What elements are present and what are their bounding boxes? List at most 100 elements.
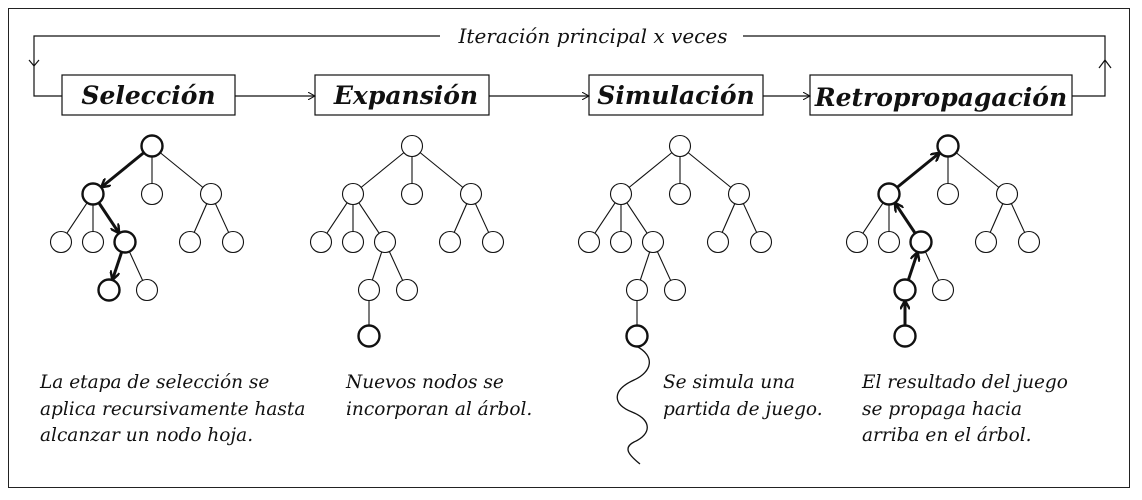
caption-retropropagacion: El resultado del juego se propaga hacia … — [862, 370, 1068, 450]
tree-node — [877, 230, 901, 254]
stage-title-expansion: Expansión — [333, 81, 478, 110]
tree-node — [909, 230, 933, 254]
new-node — [357, 324, 381, 348]
tree-node — [373, 230, 397, 254]
tree-edge — [66, 202, 88, 234]
tree-seleccion — [49, 134, 245, 302]
caption-seleccion-line: La etapa de selección se — [40, 372, 270, 393]
tree-edge — [955, 152, 1000, 188]
loop-label: Iteración principal x veces — [458, 24, 728, 48]
tree-edge — [360, 152, 405, 188]
main-loop — [28, 35, 1112, 97]
tree-node — [221, 230, 245, 254]
tree-edge — [214, 203, 230, 233]
tree-edge — [453, 203, 468, 233]
tree-node — [1017, 230, 1041, 254]
tree-node — [995, 182, 1019, 206]
path-arrow-icon — [113, 251, 124, 279]
path-arrow-icon — [906, 253, 917, 281]
root-node — [936, 134, 960, 158]
tree-edge — [474, 203, 490, 233]
tree-expansion — [309, 134, 505, 348]
tree-node — [727, 182, 751, 206]
loop-arrow-down-icon — [28, 59, 40, 67]
tree-node — [81, 182, 105, 206]
root-node — [400, 134, 424, 158]
new-node — [893, 324, 917, 348]
tree-edge — [721, 203, 736, 233]
tree-edge — [639, 251, 651, 281]
tree-node — [400, 182, 424, 206]
tree-edge — [159, 152, 204, 188]
tree-edge — [1010, 203, 1026, 233]
caption-expansion-line: Nuevos nodos se — [346, 372, 504, 393]
tree-node — [706, 230, 730, 254]
path-arrow-icon — [895, 204, 917, 235]
stage-title-simulacion: Simulación — [597, 81, 754, 110]
root-node — [140, 134, 164, 158]
caption-simulacion-line: partida de juego. — [663, 398, 823, 420]
caption-simulacion-line: Se simula una — [663, 372, 796, 393]
path-arrow-icon — [896, 153, 939, 189]
stage-box-simulacion: Simulación — [588, 74, 764, 116]
stage-title-seleccion: Selección — [81, 81, 215, 110]
tree-node — [936, 182, 960, 206]
tree-node — [438, 230, 462, 254]
stage-box-expansion: Expansión — [314, 74, 490, 116]
tree-node — [625, 278, 649, 302]
tree-edge — [989, 203, 1004, 233]
loop-arrow-up-icon — [1098, 59, 1112, 69]
caption-seleccion-line: alcanzar un nodo hoja. — [40, 425, 254, 446]
path-arrow-icon — [102, 151, 145, 187]
tree-node — [49, 230, 73, 254]
caption-retropropagacion-line: arriba en el árbol. — [862, 425, 1032, 446]
tree-node — [341, 182, 365, 206]
tree-node — [178, 230, 202, 254]
stage-box-retropropagacion: Retropropagación — [809, 74, 1073, 116]
tree-edge — [193, 203, 208, 233]
tree-edge — [358, 202, 380, 234]
tree-node — [459, 182, 483, 206]
tree-node — [140, 182, 164, 206]
tree-node — [81, 230, 105, 254]
tree-edge — [326, 202, 348, 234]
diagram-frame — [8, 8, 1130, 488]
tree-node — [974, 230, 998, 254]
tree-node — [113, 230, 137, 254]
tree-edge — [626, 202, 648, 234]
tree-node — [135, 278, 159, 302]
tree-retropropagacion — [845, 134, 1041, 348]
tree-edge — [924, 251, 940, 281]
tree-node — [931, 278, 955, 302]
tree-node — [893, 278, 917, 302]
new-node — [625, 324, 649, 348]
caption-expansion-line: incorporan al árbol. — [346, 398, 533, 420]
tree-edge — [594, 202, 616, 234]
tree-edge — [371, 251, 383, 281]
tree-edge — [419, 152, 464, 188]
caption-seleccion-line: aplica recursivamente hasta — [40, 398, 306, 420]
tree-node — [97, 278, 121, 302]
tree-node — [609, 182, 633, 206]
tree-node — [609, 230, 633, 254]
tree-edge — [687, 152, 732, 188]
tree-edge — [628, 152, 673, 188]
tree-node — [481, 230, 505, 254]
tree-node — [749, 230, 773, 254]
tree-node — [577, 230, 601, 254]
stage-title-retropropagacion: Retropropagación — [814, 83, 1067, 112]
tree-edge — [656, 251, 672, 281]
loop-line-right — [743, 35, 1106, 97]
tree-node — [357, 278, 381, 302]
tree-edge — [742, 203, 758, 233]
tree-node — [668, 182, 692, 206]
tree-node — [341, 230, 365, 254]
tree-edge — [128, 251, 144, 281]
tree-node — [395, 278, 419, 302]
tree-node — [845, 230, 869, 254]
tree-node — [663, 278, 687, 302]
tree-node — [199, 182, 223, 206]
tree-simulacion — [577, 134, 773, 348]
